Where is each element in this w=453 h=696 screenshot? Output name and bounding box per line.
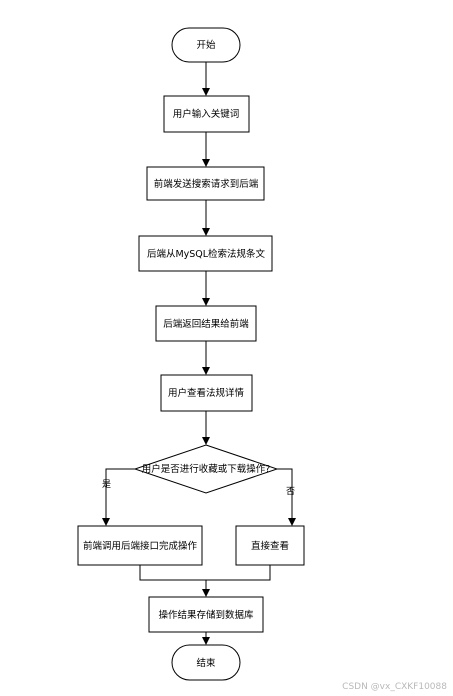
node-view-detail-label: 用户查看法规详情: [168, 387, 245, 399]
watermark-text: CSDN @vx_CXKF10088: [342, 682, 447, 692]
node-input-keyword: 用户输入关键词: [163, 95, 250, 133]
edge-decision-no: [277, 468, 296, 526]
edges: [102, 62, 296, 645]
node-start-label: 开始: [196, 39, 216, 51]
node-retrieve-label: 后端从MySQL检索法规条文: [147, 248, 266, 260]
node-call-api: 前端调用后端接口完成操作: [77, 525, 203, 566]
node-call-api-label: 前端调用后端接口完成操作: [83, 540, 198, 552]
node-direct-view: 直接查看: [235, 525, 305, 566]
node-retrieve: 后端从MySQL检索法规条文: [138, 235, 273, 272]
node-decision: 用户是否进行收藏或下载操作?: [133, 444, 279, 494]
node-send-request-label: 前端发送搜索请求到后端: [154, 178, 259, 190]
edge-decision-yes: [102, 468, 135, 526]
node-direct-view-label: 直接查看: [251, 540, 289, 552]
node-return-result-label: 后端返回结果给前端: [163, 318, 249, 330]
edge-label-yes: 是: [102, 479, 111, 490]
node-end-label: 结束: [196, 657, 216, 669]
node-send-request: 前端发送搜索请求到后端: [146, 166, 265, 201]
edge-merge: [139, 565, 271, 581]
edge-label-no: 否: [286, 486, 295, 497]
node-input-keyword-label: 用户输入关键词: [173, 108, 240, 120]
node-decision-label: 用户是否进行收藏或下载操作?: [142, 463, 271, 475]
node-end: 结束: [171, 644, 241, 681]
node-start: 开始: [171, 27, 241, 63]
node-store-db: 操作结果存储到数据库: [148, 596, 264, 633]
node-store-db-label: 操作结果存储到数据库: [158, 609, 254, 621]
node-return-result: 后端返回结果给前端: [155, 305, 257, 342]
node-view-detail: 用户查看法规详情: [160, 374, 253, 412]
